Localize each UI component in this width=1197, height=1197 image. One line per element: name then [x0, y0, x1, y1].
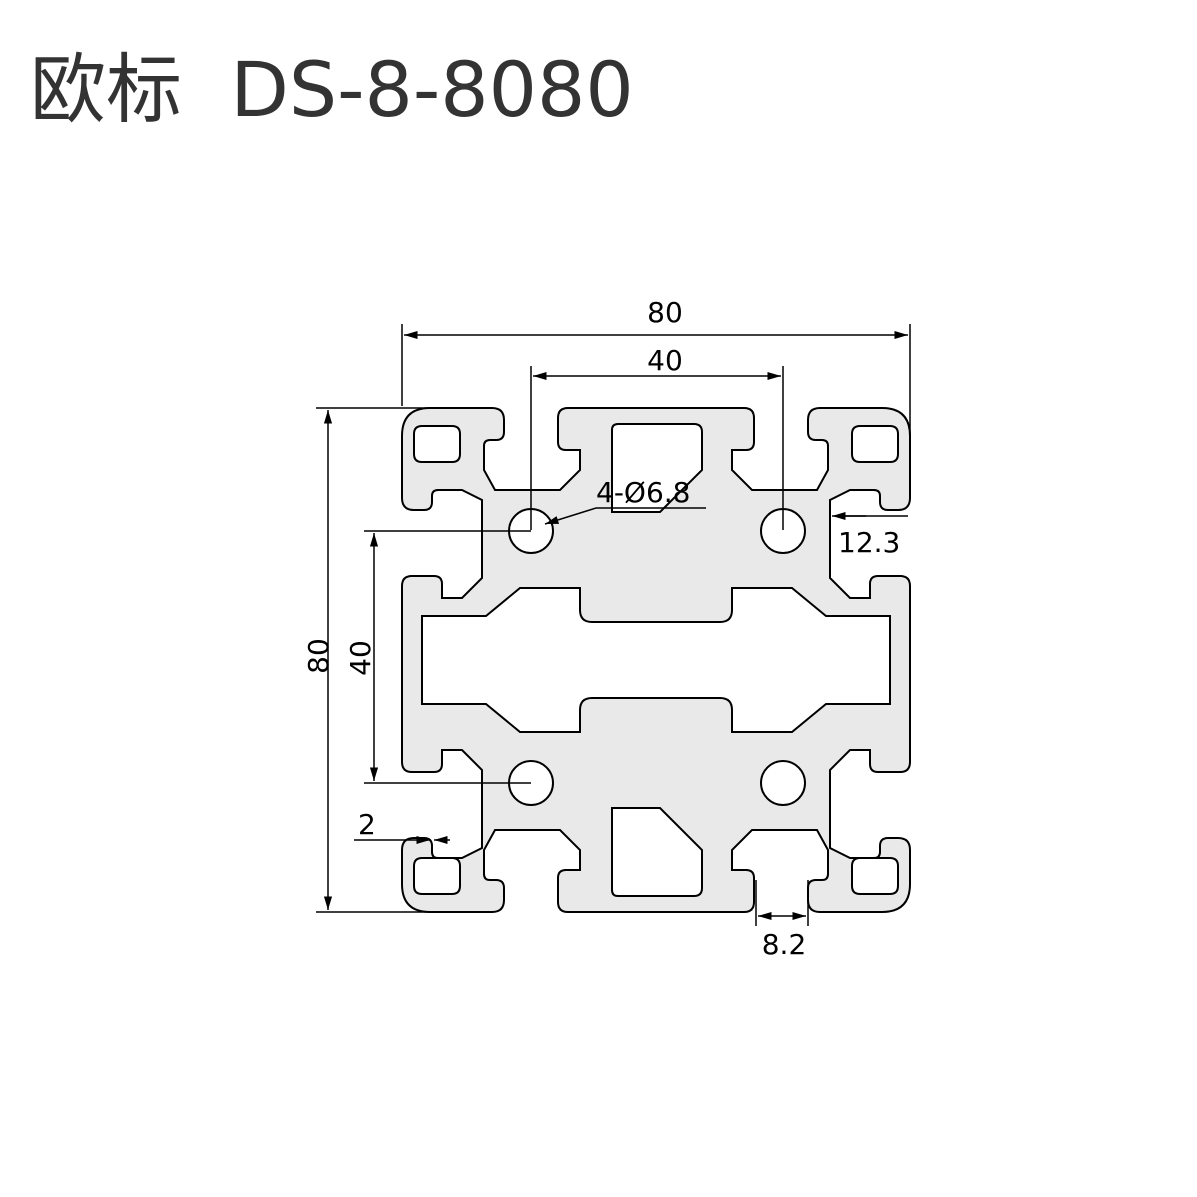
corner-boss-bottom-right [760, 760, 806, 806]
label-width-overall: 80 [647, 296, 683, 329]
label-width-center: 40 [647, 344, 683, 377]
label-height-overall: 80 [302, 638, 335, 674]
label-slot-depth: 12.3 [838, 526, 900, 559]
center-hole [760, 760, 806, 806]
title-standard: 欧标 [30, 45, 182, 134]
dimension-labels: 80 40 80 40 4-Ø6.8 12.3 8.2 2 [302, 296, 900, 961]
label-height-center: 40 [344, 640, 377, 676]
label-hole-spec: 4-Ø6.8 [596, 476, 691, 509]
page-title: 欧标 DS-8-8080 [30, 52, 634, 128]
hole-leader [544, 507, 597, 525]
dimension-lines [316, 324, 911, 926]
title-model: DS-8-8080 [230, 45, 634, 134]
label-slot-opening: 8.2 [762, 928, 807, 961]
label-wall-thickness: 2 [358, 808, 376, 841]
